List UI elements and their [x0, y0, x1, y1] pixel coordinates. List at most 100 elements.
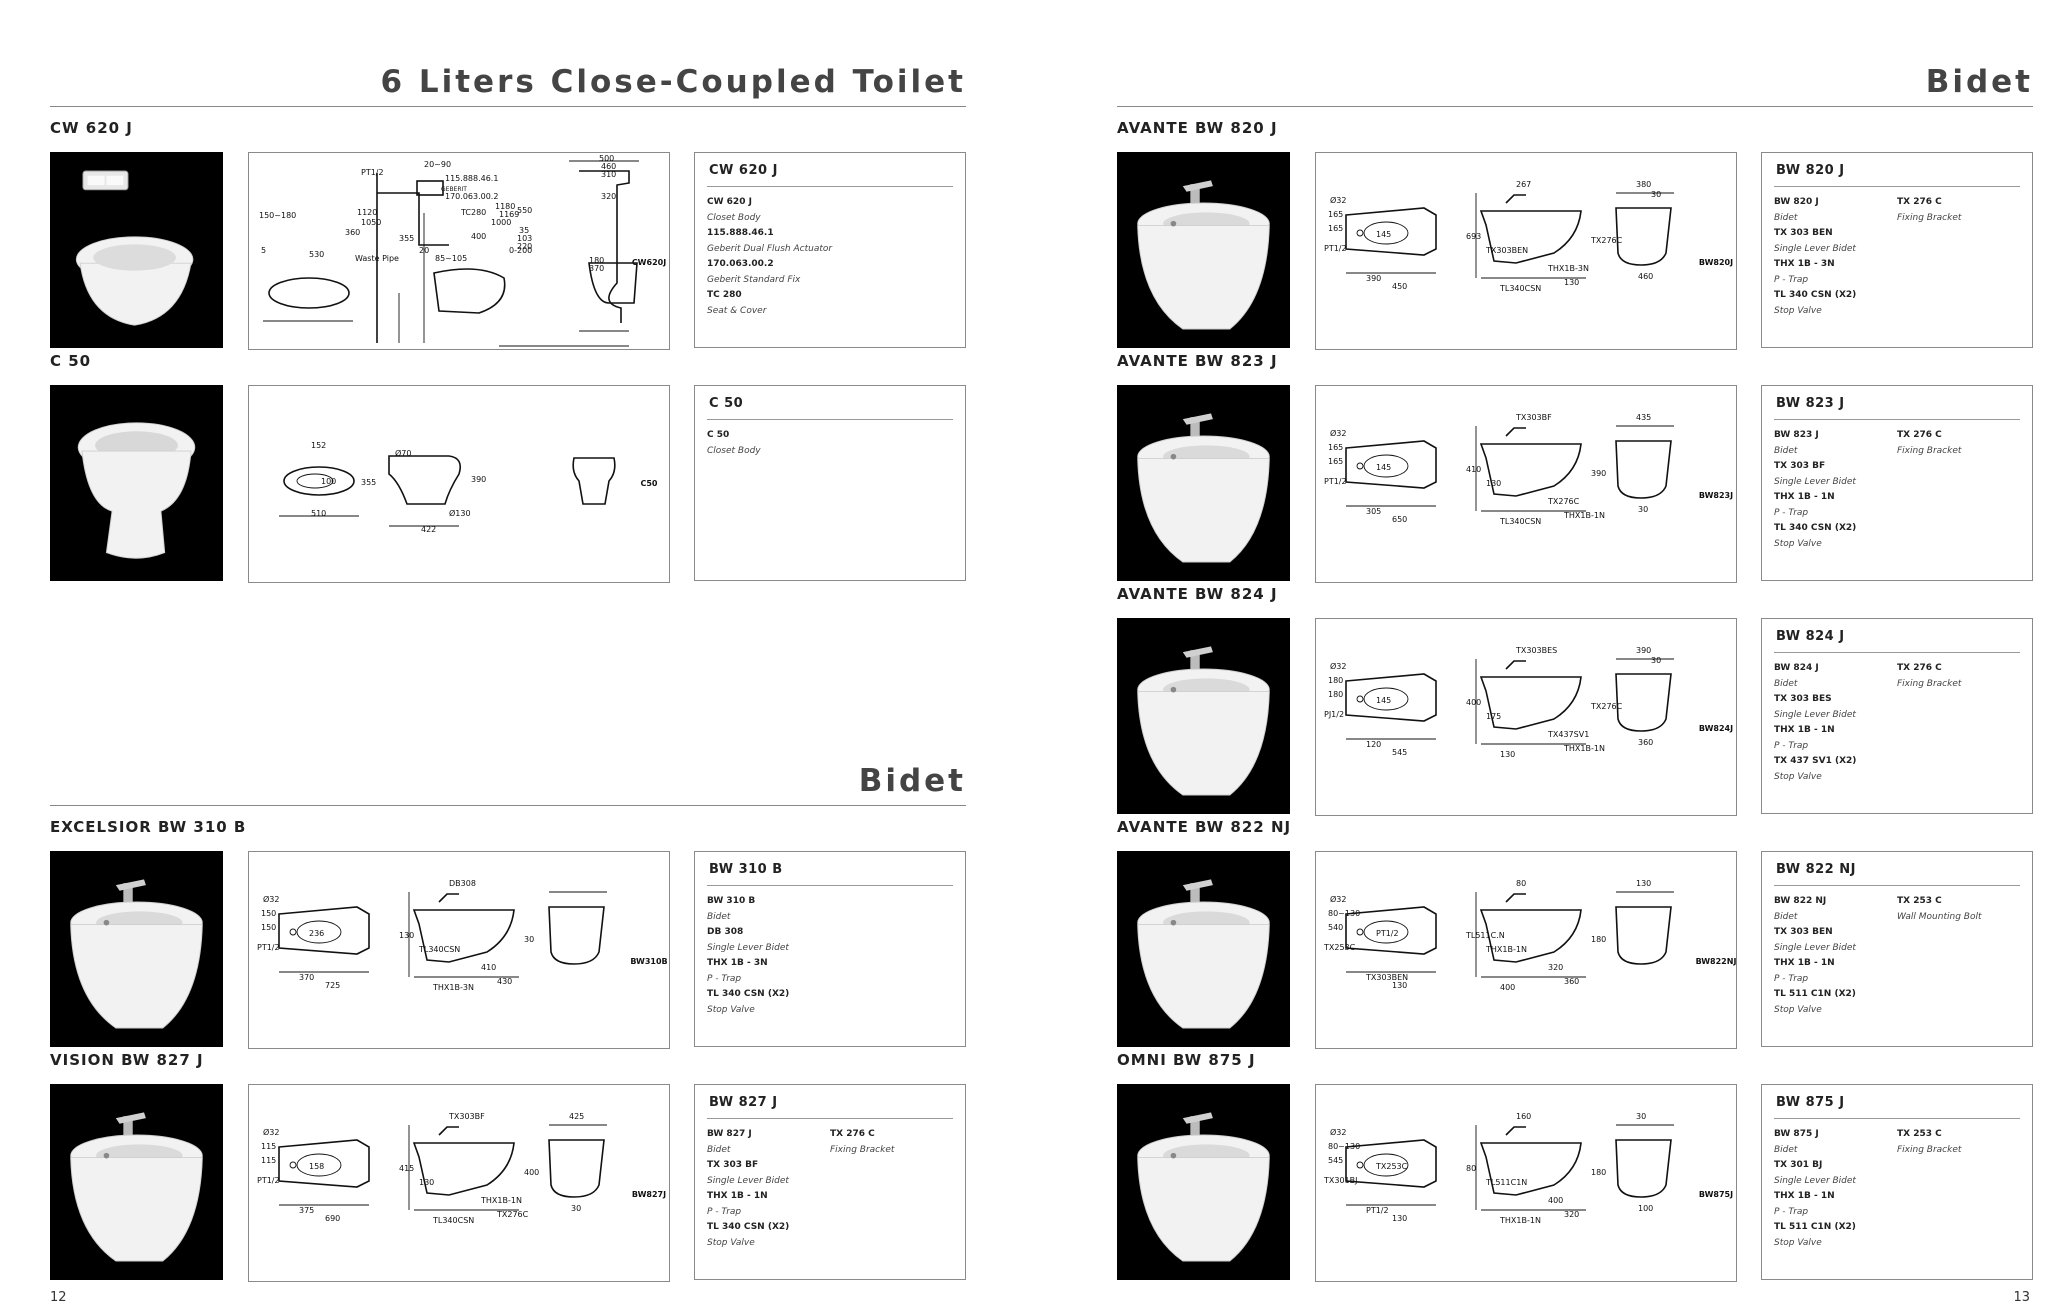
drawing-note: 435 [1636, 413, 1651, 422]
drawing-note: 390 [1591, 469, 1606, 478]
drawing-note: 400 [471, 232, 486, 241]
drawing-note: 180 [589, 256, 604, 265]
drawing-note: 20 [419, 246, 429, 255]
drawing-note: 1169 [499, 210, 519, 219]
drawing-note: TC280 [460, 208, 486, 217]
part-code: DB 308 [707, 927, 744, 937]
spec-parts-secondary: TX 276 C Fixing Bracket [1897, 428, 2020, 552]
drawing-note: TL340CSN [1499, 517, 1541, 526]
product-label: AVANTE BW 823 J [1117, 352, 1278, 370]
drawing-note: 150~180 [259, 211, 296, 220]
drawing-note: THX1B-3N [1547, 264, 1589, 273]
drawing-note: PJ1/2 [1324, 710, 1344, 719]
drawing-note: 1120 [357, 208, 377, 217]
page-number-left: 12 [50, 1290, 67, 1305]
drawing-note: 180 [1591, 935, 1606, 944]
drawing-note: 145 [1376, 230, 1391, 239]
drawing-note: 145 [1376, 696, 1391, 705]
drawing-note: TX303BEN [1485, 246, 1528, 255]
part-code: BW 823 J [1774, 430, 1819, 440]
part-description: Single Lever Bidet [1774, 709, 1856, 720]
drawing-note: Ø32 [263, 1127, 279, 1137]
drawing-note: 400 [524, 1168, 539, 1177]
drawing-note: 80 [1516, 879, 1526, 888]
part-code: TX 276 C [1897, 197, 1942, 207]
drawing-note: 130 [399, 931, 414, 940]
part-description: Single Lever Bidet [707, 1175, 789, 1186]
drawing-note: 152 [311, 441, 326, 450]
product-photo [1117, 152, 1290, 348]
spec-box-title: BW 310 B [707, 860, 953, 886]
drawing-model-tag: BW820J [1699, 258, 1733, 267]
drawing-note: TX437SV1 [1547, 730, 1589, 739]
part-code: TX 303 BF [1774, 461, 1826, 471]
section-title: Bidet [1925, 64, 2033, 100]
drawing-note: Ø32 [263, 894, 279, 904]
part-description: Stop Valve [707, 1237, 755, 1248]
product-photo [1117, 618, 1290, 814]
drawing-note: 400 [1548, 1196, 1563, 1205]
drawing-note: 355 [399, 234, 414, 243]
drawing-note: 115.888.46.1 [445, 174, 498, 183]
drawing-note: TL340CSN [1499, 284, 1541, 293]
drawing-note: PT1/2 [257, 943, 280, 952]
drawing-note: THX1B-3N [432, 983, 474, 992]
part-description: Fixing Bracket [1897, 445, 1962, 456]
drawing-note: Ø32 [1330, 894, 1346, 904]
drawing-note: 390 [1636, 646, 1651, 655]
drawing-note: 530 [309, 250, 324, 259]
drawing-note: 80~130 [1328, 1142, 1360, 1151]
product-photo [1117, 1084, 1290, 1280]
part-code: THX 1B - 1N [1774, 1191, 1835, 1201]
drawing-model-tag: CW620J [632, 258, 666, 267]
drawing-note: TL511C1N [1485, 1178, 1527, 1187]
product-label: AVANTE BW 824 J [1117, 585, 1278, 603]
drawing-note: 160 [1516, 1112, 1531, 1121]
drawing-note: TX303BF [1515, 413, 1552, 422]
drawing-note: 460 [1638, 272, 1653, 281]
drawing-note: 150 [261, 909, 276, 918]
drawing-note: 410 [1466, 465, 1481, 474]
drawing-note: 30 [1651, 656, 1661, 665]
product-label: AVANTE BW 822 NJ [1117, 818, 1292, 836]
part-description: P - Trap [1774, 740, 1809, 751]
drawing-note: TX301BJ [1323, 1176, 1357, 1185]
drawing-note: 360 [1564, 977, 1579, 986]
product-photo [1117, 385, 1290, 581]
drawing-note: 540 [1328, 923, 1343, 932]
drawing-note: 375 [299, 1206, 314, 1215]
drawing-note: 180 [1328, 676, 1343, 685]
drawing-note: 180 [1591, 1168, 1606, 1177]
part-code: CW 620 J [707, 197, 752, 207]
drawing-note: TX253C [1375, 1162, 1408, 1171]
drawing-note: PT1/2 [1324, 477, 1347, 486]
drawing-note: 650 [1392, 515, 1407, 524]
drawing-note: 130 [1500, 750, 1515, 759]
drawing-note: TX303BEN [1365, 973, 1408, 982]
drawing-note: 1180 [495, 202, 515, 211]
part-description: Bidet [1774, 678, 1798, 689]
spec-box-title: BW 823 J [1774, 394, 2020, 420]
part-code: 170.063.00.2 [707, 259, 774, 269]
drawing-note: 5 [261, 246, 266, 255]
drawing-note: PT1/2 [257, 1176, 280, 1185]
drawing-note: TX276C [496, 1210, 529, 1219]
product-label: EXCELSIOR BW 310 B [50, 818, 247, 836]
drawing-note: 320 [601, 192, 616, 201]
drawing-note: 425 [569, 1112, 584, 1121]
part-code: TX 276 C [1897, 430, 1942, 440]
